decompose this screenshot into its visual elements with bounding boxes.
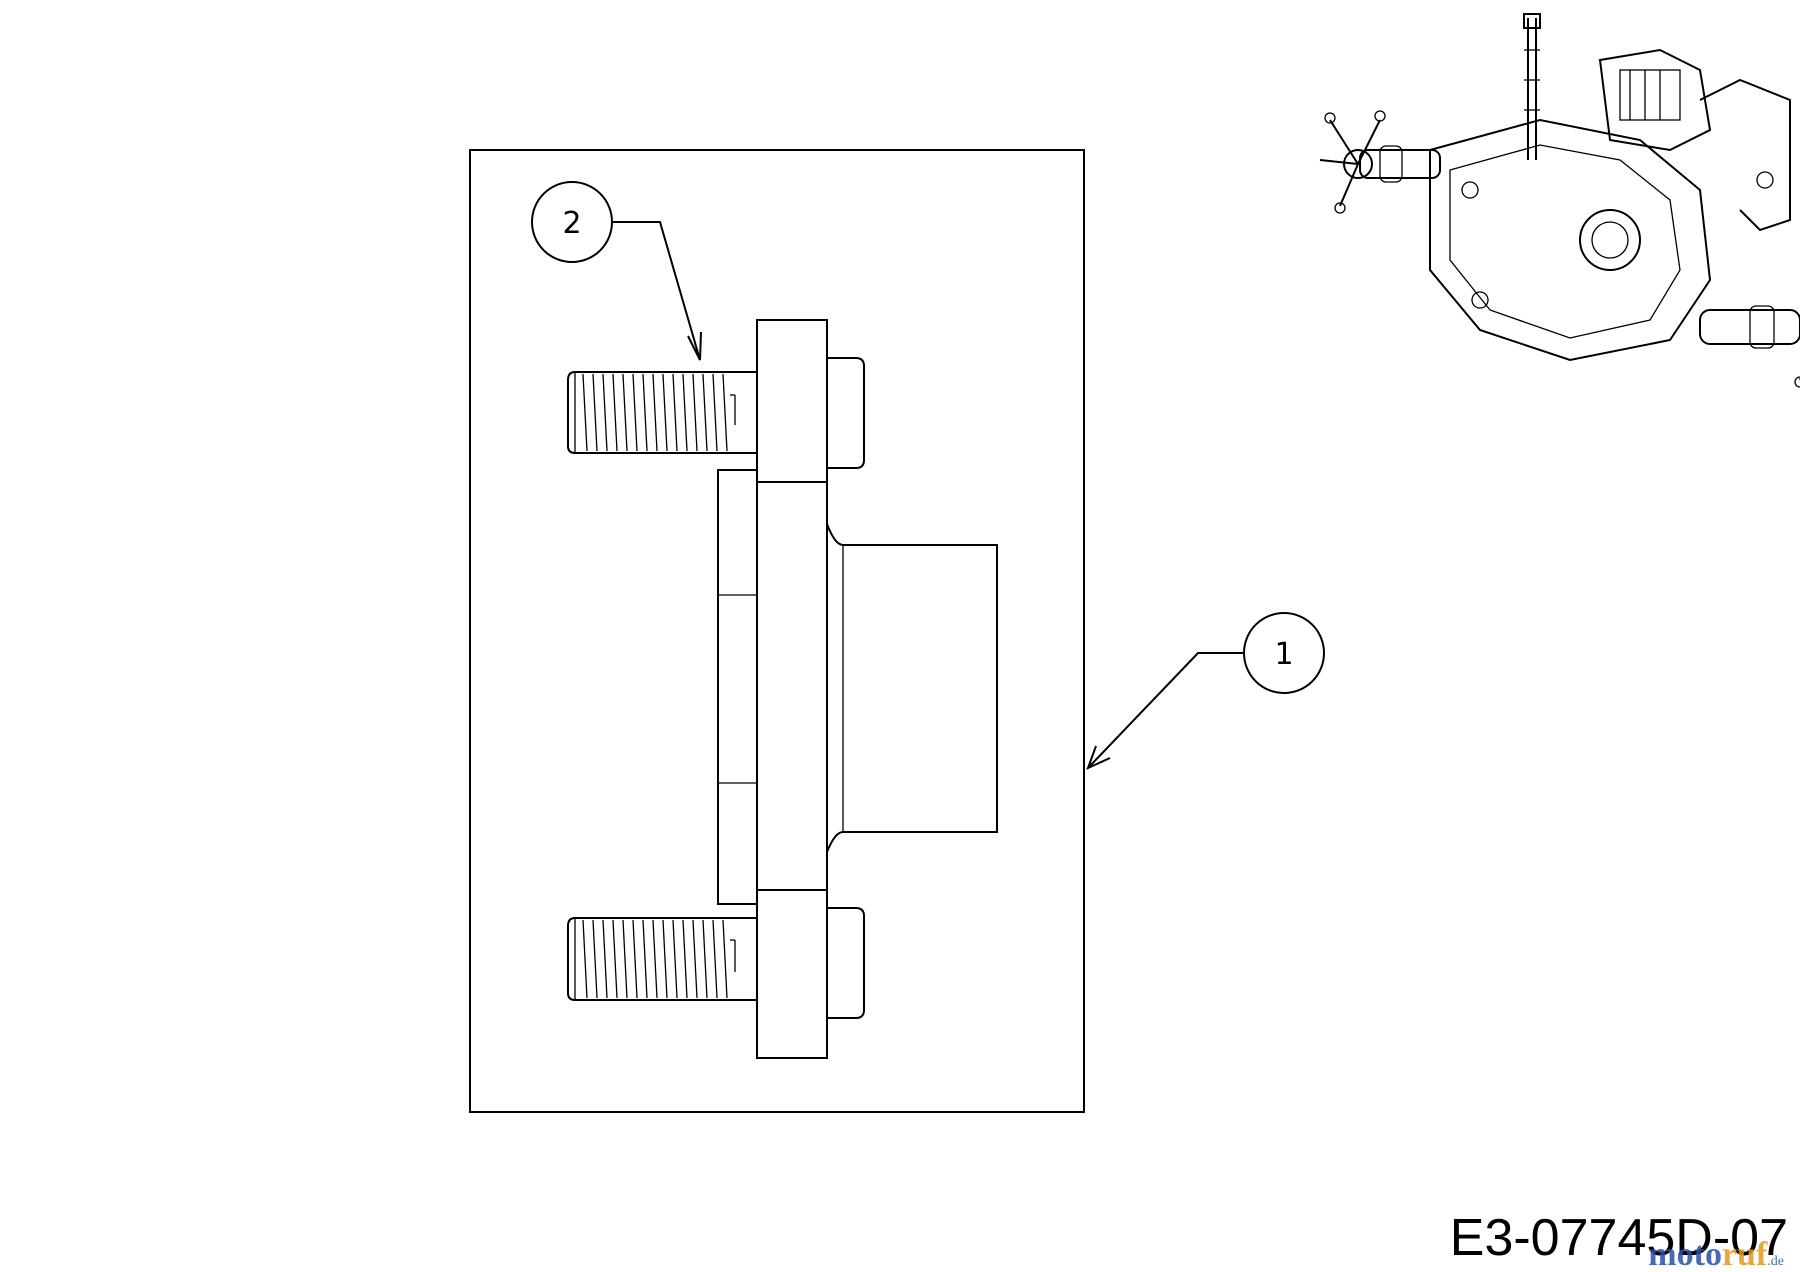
stud-thread-line xyxy=(612,919,618,999)
stud-thread-line xyxy=(692,919,698,999)
stud-thread-line xyxy=(672,373,678,452)
stud-thread-line xyxy=(702,919,708,999)
stud-thread-line xyxy=(722,919,728,999)
stud-thread-line xyxy=(602,373,608,452)
wheel-stud-top xyxy=(567,371,757,454)
wheel-stud-bottom xyxy=(567,917,757,1001)
stud-thread-line xyxy=(662,919,668,999)
callout-1: 1 xyxy=(1086,612,1325,770)
watermark-part-b: ruf xyxy=(1721,1236,1768,1272)
callout-1-arrowhead xyxy=(1086,745,1111,770)
stud-thread-line xyxy=(632,373,638,452)
callout-2-arrowhead xyxy=(687,331,702,361)
callout-2: 2 xyxy=(531,181,702,361)
stud-thread-line xyxy=(692,373,698,452)
stud-thread-line xyxy=(592,373,598,452)
stud-thread-line xyxy=(672,919,678,999)
stud-thread-line xyxy=(612,373,618,452)
stud-thread-line xyxy=(592,919,598,999)
stud-thread-line xyxy=(722,373,728,452)
watermark-tld: .de xyxy=(1767,1254,1784,1269)
stud-thread-line xyxy=(682,373,688,452)
stud-thread-line xyxy=(632,919,638,999)
wheel-hub xyxy=(717,319,998,1059)
stud-thread-line xyxy=(602,919,608,999)
watermark-part-a: moto xyxy=(1648,1236,1722,1272)
stud-thread-line xyxy=(682,919,688,999)
stud-thread-line xyxy=(652,373,658,452)
stud-thread-line xyxy=(642,919,648,999)
stud-thread-line xyxy=(712,919,718,999)
callout-1-number: 1 xyxy=(1274,637,1293,672)
stud-thread-line xyxy=(662,373,668,452)
stud-thread-line xyxy=(622,373,628,452)
stud-thread-line xyxy=(642,373,648,452)
transmission-overview-thumbnail xyxy=(1319,13,1800,388)
stud-thread-line xyxy=(582,373,588,452)
watermark-logo: motoruf.de xyxy=(1648,1238,1784,1272)
stud-thread-line xyxy=(622,919,628,999)
stud-thread-line xyxy=(702,373,708,452)
stud-thread-line xyxy=(652,919,658,999)
document-code: E3-07745D-07 xyxy=(1449,1209,1788,1267)
stud-thread-line xyxy=(712,373,718,452)
callout-2-number: 2 xyxy=(562,206,581,241)
detail-frame xyxy=(469,149,1085,1113)
stud-thread-line xyxy=(582,919,588,999)
